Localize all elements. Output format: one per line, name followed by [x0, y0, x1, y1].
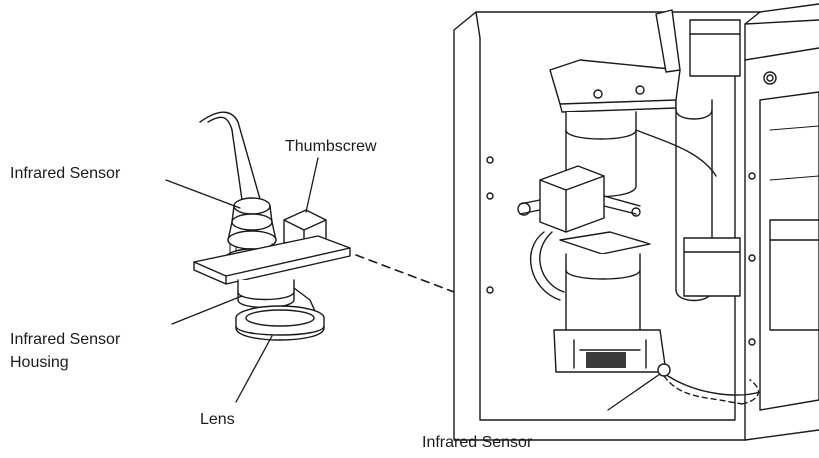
- valve-fitting: [631, 207, 641, 217]
- leader-infrared-sensor-top: [165, 179, 241, 209]
- top-post: [655, 9, 681, 73]
- sensor-cable: [199, 111, 263, 207]
- lower-cylinder-ring: [565, 269, 641, 280]
- valve-block: [539, 165, 605, 233]
- unit-frame-top: [475, 3, 819, 39]
- lower-cylinder-top: [559, 231, 651, 255]
- lens-ring-inner: [245, 309, 315, 327]
- frame-screw: [763, 71, 777, 85]
- machine-unit-drawing: [453, 3, 819, 441]
- leader-lens: [235, 335, 273, 403]
- label-infrared-sensor-bottom: Infrared Sensor: [422, 434, 533, 451]
- unit-cable: [667, 375, 761, 396]
- valve-pipe: [603, 195, 641, 215]
- unit-frame-inner: [479, 37, 736, 421]
- unit-cable-route: [663, 375, 760, 405]
- main-cylinder-ring: [565, 129, 637, 140]
- side-cylinder-ring: [675, 109, 713, 120]
- valve-fitting: [517, 202, 531, 216]
- sensor-cable-edge: [207, 116, 233, 131]
- connector-ring: [233, 197, 271, 215]
- compressor-right: [769, 219, 819, 331]
- top-tank: [689, 19, 741, 77]
- frame-screw: [748, 172, 756, 180]
- leader-housing: [171, 295, 243, 325]
- sensor-assembly-drawing: [193, 111, 351, 341]
- hose: [539, 231, 565, 293]
- frame-screw: [486, 286, 494, 294]
- label-thumbscrew: Thumbscrew: [285, 138, 377, 155]
- label-housing-line2: Housing: [10, 354, 69, 371]
- label-housing-line1: Infrared Sensor: [10, 331, 121, 348]
- compressor: [683, 237, 741, 297]
- hose: [529, 231, 561, 301]
- unit-side-panel: [744, 47, 819, 441]
- label-infrared-sensor-top: Infrared Sensor: [10, 165, 121, 182]
- frame-screw: [486, 156, 494, 164]
- leader-infrared-sensor-bottom: [607, 373, 661, 411]
- leader-thumbscrew: [305, 157, 319, 213]
- housing-ring: [237, 291, 295, 301]
- upper-bracket: [549, 59, 681, 105]
- frame-screw: [748, 338, 756, 346]
- frame-screw: [748, 254, 756, 262]
- unit-side-detail: [769, 125, 819, 331]
- valve-block-edge: [539, 175, 605, 233]
- base-shadow: [586, 352, 626, 368]
- lower-cylinder: [565, 253, 641, 342]
- frame-screw: [766, 74, 774, 82]
- frame-screw: [486, 192, 494, 200]
- connector-ring: [231, 213, 273, 231]
- bracket-screw: [635, 85, 645, 95]
- label-lens: Lens: [200, 411, 235, 428]
- bracket-screw: [593, 89, 603, 99]
- base-bracket-detail: [573, 339, 647, 369]
- hose: [635, 129, 717, 177]
- sensor-cable-edge: [231, 129, 243, 201]
- mounting-plate-edge: [193, 247, 351, 285]
- lens-band: [235, 325, 325, 336]
- housing-body: [237, 279, 295, 309]
